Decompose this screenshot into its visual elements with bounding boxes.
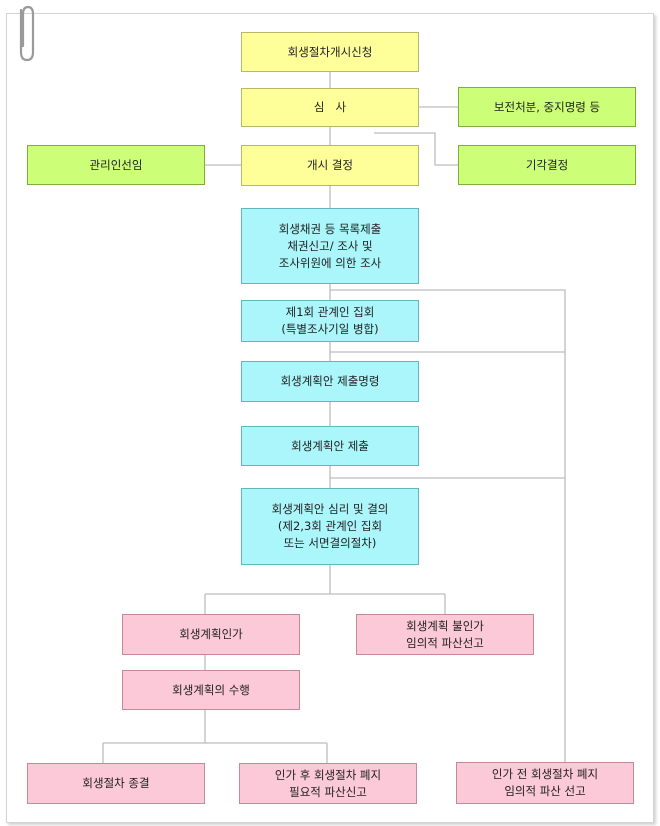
paperclip-icon (19, 5, 35, 62)
node-apply: 회생절차개시신청 (241, 32, 419, 72)
node-review: 심 사 (241, 88, 419, 127)
node-plan-hearing-label: 회생계획안 심리 및 결의 (제2,3회 관계인 집회 또는 서면결의절차) (271, 502, 389, 550)
node-preservation: 보전처분, 중지명령 등 (458, 87, 636, 127)
node-post-abolition: 인가 후 회생절차 폐지 필요적 파산신고 (239, 763, 417, 804)
node-plan-order-label: 회생계획안 제출명령 (280, 374, 380, 388)
node-claims-label: 회생채권 등 목록제출 채권신고/ 조사 및 조사위원에 의한 조사 (278, 221, 382, 270)
node-first-meeting-label: 제1회 관계인 집회 (특별조사기일 병합) (281, 305, 379, 336)
node-preservation-label: 보전처분, 중지명령 등 (493, 99, 601, 114)
node-non-approval-label: 회생계획 불인가 임의적 파산선고 (406, 618, 484, 650)
node-pre-abolition: 인가 전 회생절차 폐지 임의적 파산 선고 (456, 762, 634, 804)
node-execution-label: 회생계획의 수행 (172, 682, 250, 697)
node-approval-label: 회생계획인가 (179, 627, 243, 641)
node-trustee: 관리인선임 (27, 145, 205, 185)
node-execution: 회생계획의 수행 (122, 670, 300, 710)
node-plan-order: 회생계획안 제출명령 (241, 361, 419, 402)
node-review-label: 심 사 (313, 100, 347, 114)
node-approval: 회생계획인가 (122, 614, 300, 655)
node-trustee-label: 관리인선임 (89, 157, 143, 172)
node-plan-hearing: 회생계획안 심리 및 결의 (제2,3회 관계인 집회 또는 서면결의절차) (241, 488, 419, 565)
node-termination-label: 회생절차 종결 (82, 776, 150, 790)
node-apply-label: 회생절차개시신청 (287, 44, 373, 59)
node-pre-abolition-label: 인가 전 회생절차 폐지 임의적 파산 선고 (491, 767, 599, 798)
node-dismissal: 기각결정 (458, 145, 636, 185)
node-first-meeting: 제1회 관계인 집회 (특별조사기일 병합) (241, 300, 419, 342)
node-start-decision-label: 개시 결정 (307, 158, 353, 172)
node-claims: 회생채권 등 목록제출 채권신고/ 조사 및 조사위원에 의한 조사 (241, 208, 419, 284)
node-plan-submit: 회생계획안 제출 (241, 426, 419, 466)
node-termination: 회생절차 종결 (27, 763, 205, 804)
node-non-approval: 회생계획 불인가 임의적 파산선고 (356, 614, 534, 655)
node-start-decision: 개시 결정 (241, 145, 419, 186)
node-plan-submit-label: 회생계획안 제출 (291, 438, 369, 453)
node-post-abolition-label: 인가 후 회생절차 폐지 필요적 파산신고 (274, 767, 382, 799)
node-dismissal-label: 기각결정 (525, 157, 569, 172)
